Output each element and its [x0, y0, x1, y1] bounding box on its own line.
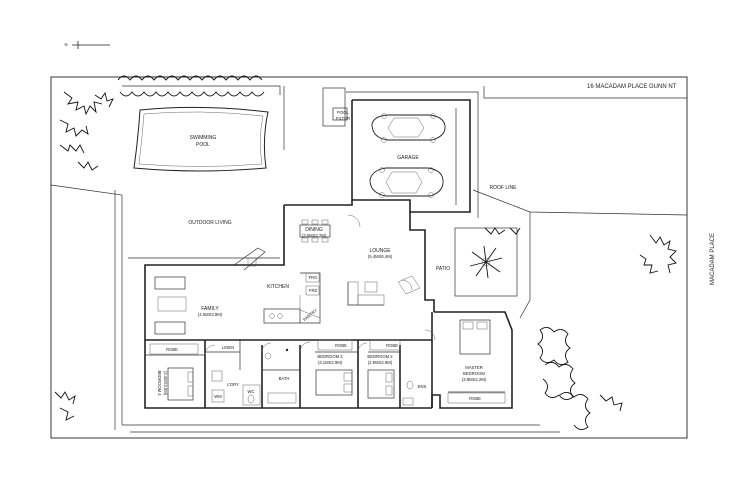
bedroom4-label-2: (3.4MX3.0M) — [163, 371, 168, 396]
pool-label-2: POOL — [196, 142, 210, 148]
dining-label-2: (3.5MX3.7M) — [302, 233, 327, 238]
linen-label: LINEN — [222, 345, 234, 350]
robe-bed3-label: ROBE — [335, 343, 347, 348]
wm-label: WM — [214, 394, 222, 399]
bedroom3-label-2: (3.1MX2.9M) — [318, 360, 343, 365]
robe-bed2-label: ROBE — [386, 343, 398, 348]
master-label-2: BEDROOM — [463, 371, 485, 376]
wc-room — [242, 384, 261, 406]
address-label: 16 MACADAM PLACE GUNN NT — [587, 84, 677, 90]
robe-bed4-label: ROBE — [166, 347, 178, 352]
bedroom3-label-1: BEDROOM 3 — [317, 354, 343, 359]
roof-line-label: ROOF LINE — [490, 185, 518, 191]
bath-label: BATH — [279, 376, 290, 381]
patio-area — [454, 227, 518, 297]
pantry-label: PANTRY — [302, 307, 318, 322]
ensuite-label: ENS — [418, 384, 427, 389]
family-label-2: (4.5MX3.9M) — [198, 312, 223, 317]
bed-icon — [315, 369, 353, 396]
bed-icon — [167, 367, 194, 401]
robe-bed3 — [317, 339, 353, 351]
pool-filter-area — [322, 87, 346, 127]
plant-icon — [54, 391, 76, 421]
door-swing — [347, 214, 361, 228]
master-label-1: MASTER — [465, 365, 482, 370]
freezer-label: FRZ — [309, 288, 318, 293]
plant-icon — [484, 227, 521, 235]
site-boundaries — [50, 85, 688, 433]
vanity — [402, 397, 414, 406]
laundry-tub — [211, 370, 223, 382]
robe-master — [447, 392, 506, 404]
north-arrow-icon — [72, 41, 110, 49]
kitchen-label: KITCHEN — [267, 284, 289, 290]
lounge-label-2: (5.4MX6.4M) — [368, 254, 393, 259]
family-label-1: FAMILY — [201, 306, 219, 312]
robe-master-label: ROBE — [469, 396, 481, 401]
pool-label-1: SWIMMING — [190, 135, 217, 141]
robe-bed4 — [149, 343, 199, 355]
car-icon — [371, 113, 446, 143]
swimming-pool — [133, 106, 269, 172]
garage-label: GARAGE — [397, 155, 419, 161]
pool-filter-label-1: POOL — [337, 110, 349, 115]
pool-filter-label-2: FILTER — [336, 116, 350, 121]
toilet-icon — [247, 394, 255, 404]
laundry-label: L'DRY — [227, 382, 239, 387]
robe-bed2 — [369, 339, 401, 351]
bed-icon — [459, 319, 491, 355]
street-label: MACADAM PLACE — [710, 233, 716, 285]
door-swings — [204, 279, 436, 356]
plant-icon — [117, 75, 265, 97]
north-marker: N — [64, 42, 67, 47]
bedroom2-label-2: (2.9MX2.9M) — [368, 360, 393, 365]
lounge-sofa — [347, 275, 421, 306]
bedroom4-label-1: BEDROOM 4 — [157, 370, 162, 396]
bathtub — [267, 392, 297, 404]
washing-machine — [211, 389, 225, 403]
shower-icon — [285, 348, 289, 352]
wc-label: WC — [248, 389, 255, 394]
plant-icon — [59, 91, 114, 171]
bedroom2-label-1: BEDROOM 2 — [367, 354, 393, 359]
palm-icon — [469, 245, 503, 279]
basin-icon — [264, 352, 272, 360]
toilet-icon — [406, 380, 414, 390]
car-icon — [369, 167, 444, 198]
freezer-box — [305, 285, 320, 296]
fridge-box — [305, 272, 320, 283]
family-furniture — [154, 276, 187, 335]
dining-table — [299, 219, 331, 243]
plant-icon — [537, 327, 623, 430]
bed-icon — [367, 369, 395, 399]
patio-label: PATIO — [436, 266, 450, 272]
master-label-3: (3.8MX4.2M) — [462, 377, 487, 382]
dining-label-1: DINING — [305, 227, 323, 233]
plant-icon — [639, 234, 677, 274]
fridge-label: FRG — [309, 275, 318, 280]
lounge-label-1: LOUNGE — [369, 248, 391, 254]
outdoor-living-label: OUTDOOR LIVING — [188, 220, 231, 226]
property-boundary — [50, 76, 688, 439]
